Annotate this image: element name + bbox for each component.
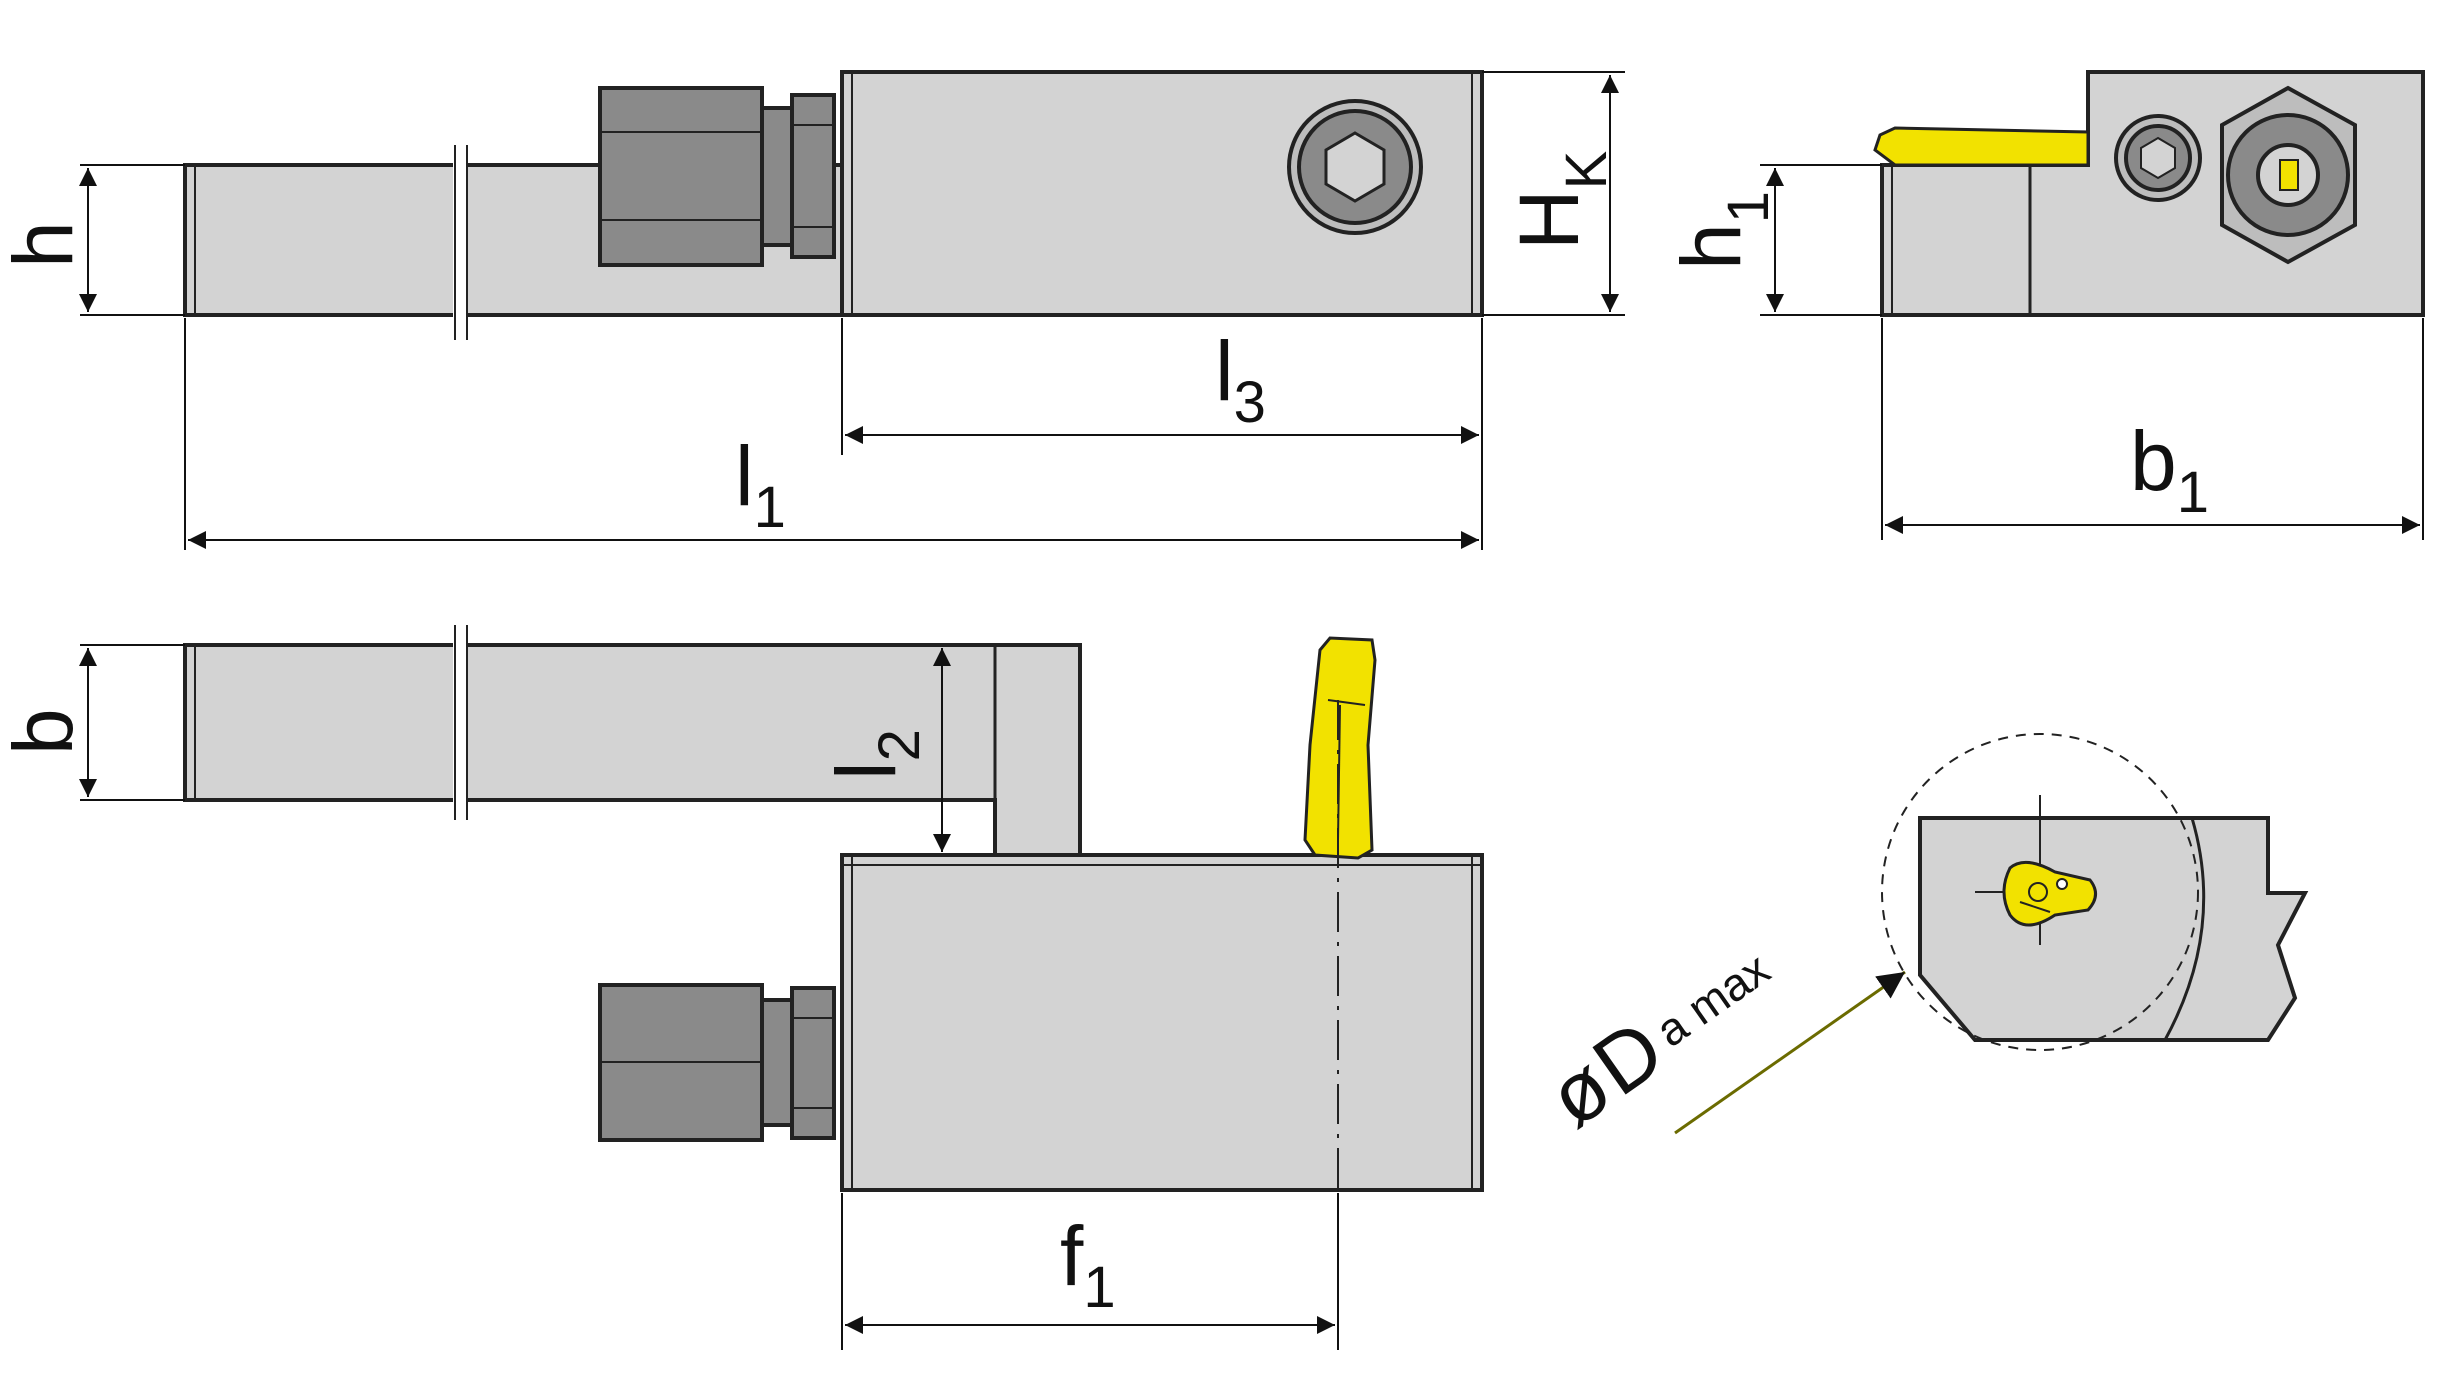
hex-nut: [598, 86, 764, 267]
detail-body: [1918, 816, 2309, 1042]
label-b: b: [0, 708, 90, 755]
detail-insert: [2002, 860, 2097, 927]
label-da: ø D a max: [1531, 942, 1778, 1145]
top-view: [183, 625, 1484, 1192]
top-view-dimensions: [79, 644, 1339, 1350]
label-b1: b1: [2130, 414, 2209, 525]
fitting-collar: [790, 93, 836, 259]
diameter-leader: [1674, 970, 1906, 1135]
top-shank: [183, 643, 1082, 857]
label-h: h: [0, 221, 90, 268]
label-l2: l2: [819, 729, 932, 780]
detail-view: [1881, 733, 2309, 1051]
top-fitting-collar: [790, 986, 836, 1140]
fitting: [760, 106, 794, 247]
side-view: [183, 70, 1484, 340]
insert-top: [1873, 126, 2090, 167]
side-view-dimensions: [79, 71, 1625, 550]
top-head-block: [840, 853, 1484, 1192]
label-h1: h1: [1664, 191, 1781, 270]
top-fitting: [760, 998, 794, 1127]
label-l3: l3: [1215, 324, 1266, 435]
label-f1: f1: [1060, 1209, 1116, 1320]
front-view-dimensions: [1760, 164, 2424, 540]
detail-clearance-circle: [1881, 733, 2199, 1051]
front-view: [1873, 70, 2425, 317]
label-l1: l1: [735, 429, 786, 540]
label-da-sub: a max: [1646, 942, 1778, 1056]
label-hk: HK: [1502, 150, 1619, 250]
